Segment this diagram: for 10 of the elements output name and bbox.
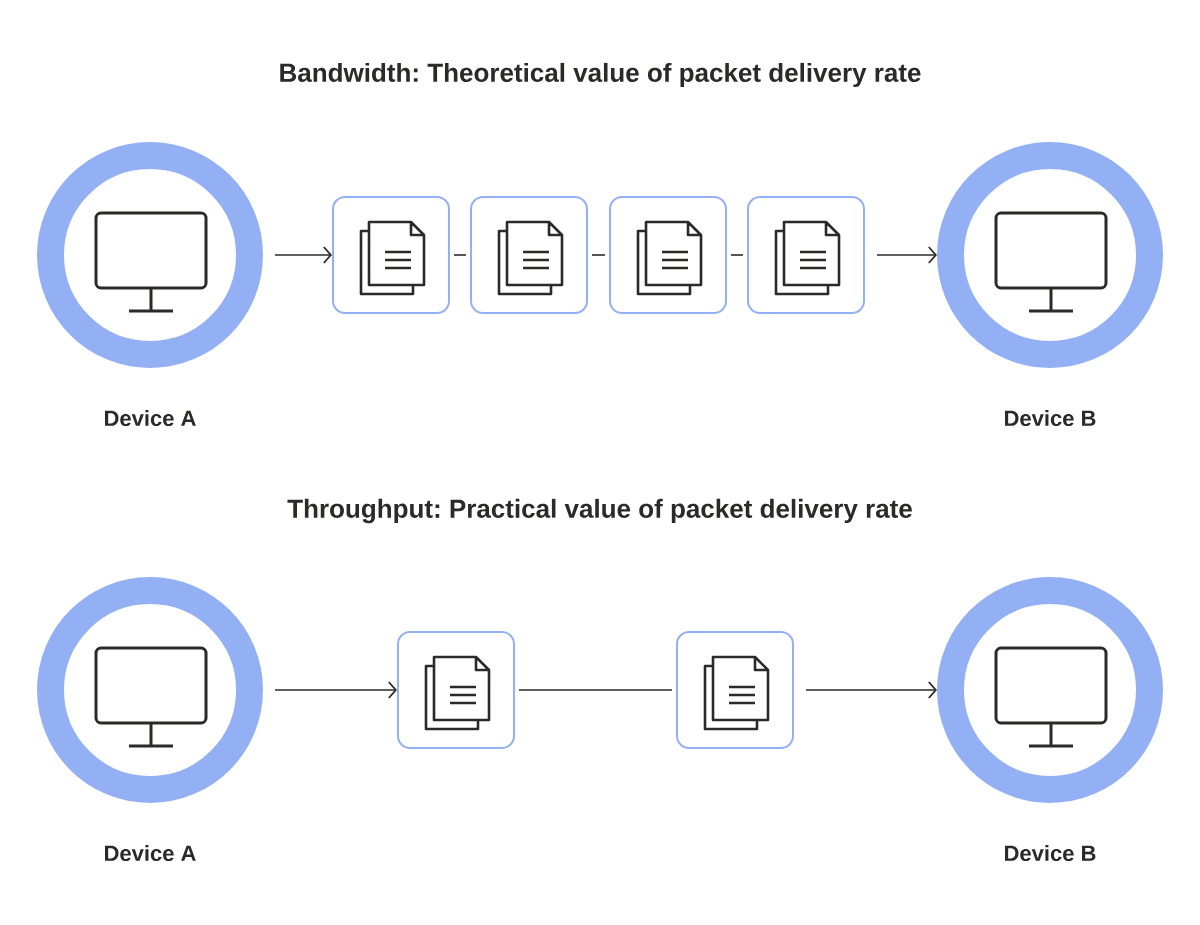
device-label: Device B: [1005, 844, 1096, 862]
arrow: [274, 681, 397, 699]
device-label: Device A: [105, 409, 196, 427]
arrow: [876, 246, 937, 264]
section-heading: Bandwidth: Theoretical value of packet delivery rate: [280, 62, 921, 88]
arrow: [805, 681, 937, 699]
section-heading: Throughput: Practical value of packet delivery rate: [287, 498, 912, 524]
device-label: Device A: [105, 844, 196, 862]
device-label: Device B: [1005, 409, 1096, 427]
arrow: [274, 246, 332, 264]
